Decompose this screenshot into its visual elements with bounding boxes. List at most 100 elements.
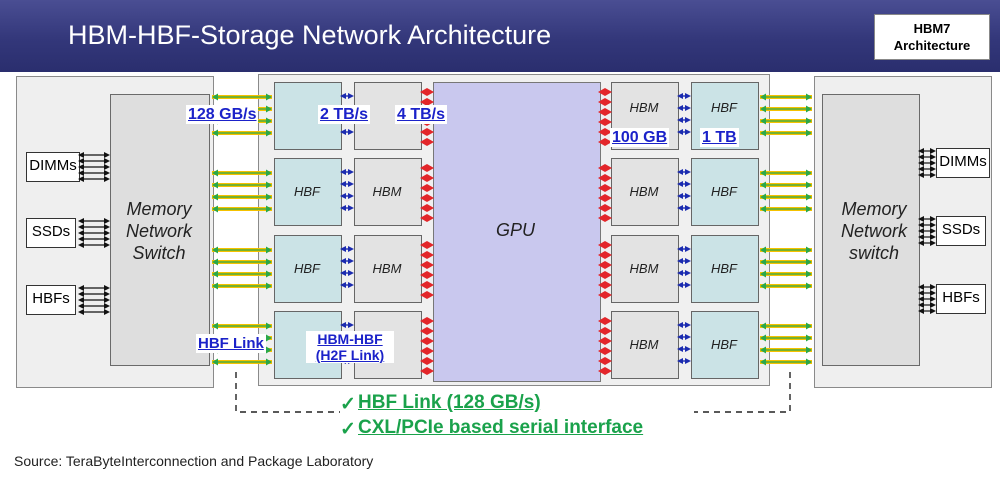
arrowhead xyxy=(677,205,683,211)
arrowhead xyxy=(760,270,766,278)
arrowhead xyxy=(598,271,605,279)
arrowhead xyxy=(918,216,924,222)
right-hbf-cell-4 xyxy=(691,311,759,379)
arrowhead xyxy=(930,228,936,234)
arrowhead xyxy=(760,117,766,125)
arrowhead xyxy=(806,270,812,278)
arrowhead xyxy=(918,302,924,308)
arrowhead xyxy=(930,308,936,314)
arrowhead xyxy=(806,322,812,330)
check-icon: ✓ xyxy=(340,394,356,415)
arrowhead xyxy=(427,271,434,279)
arrowhead xyxy=(806,93,812,101)
arrowhead xyxy=(806,193,812,201)
arrowhead xyxy=(918,240,924,246)
arrowhead xyxy=(605,118,612,126)
right-hbm-cell-2 xyxy=(611,158,679,226)
arrowhead xyxy=(212,246,218,254)
right-hbfs-box: HBFs xyxy=(936,284,986,314)
arrowhead xyxy=(78,158,84,164)
arrowhead xyxy=(598,241,605,249)
arrowhead xyxy=(605,214,612,222)
arrowhead xyxy=(348,129,354,135)
arrowhead xyxy=(677,258,683,264)
arrowhead xyxy=(340,129,346,135)
arrowhead xyxy=(806,346,812,354)
arrowhead xyxy=(427,98,434,106)
arrowhead xyxy=(685,270,691,276)
hbm7-badge: HBM7 Architecture xyxy=(874,14,990,60)
left-switch-label: Memory Network Switch xyxy=(110,198,208,264)
arrowhead xyxy=(348,322,354,328)
right-hbf-text-4: HBF xyxy=(711,337,737,352)
arrowhead xyxy=(598,251,605,259)
arrowhead xyxy=(427,317,434,325)
arrowhead xyxy=(420,317,427,325)
arrowhead xyxy=(340,258,346,264)
arrowhead xyxy=(760,282,766,290)
left-ssds-box: SSDs xyxy=(26,218,76,248)
arrowhead xyxy=(760,358,766,366)
arrowhead xyxy=(212,358,218,366)
arrowhead xyxy=(348,93,354,99)
left-hbm-text-3: HBM xyxy=(372,261,402,276)
arrowhead xyxy=(266,346,272,354)
arrowhead xyxy=(348,205,354,211)
arrowhead xyxy=(420,327,427,335)
left-switch-line-3: Switch xyxy=(132,243,186,263)
arrowhead xyxy=(78,170,84,176)
arrowhead xyxy=(918,296,924,302)
arrowhead xyxy=(605,261,612,269)
arrowhead xyxy=(598,291,605,299)
arrowhead xyxy=(760,334,766,342)
arrowhead xyxy=(266,105,272,113)
right-hbm-text-3: HBM xyxy=(629,261,659,276)
arrowhead xyxy=(420,88,427,96)
arrowhead xyxy=(427,347,434,355)
right-memory-network-switch xyxy=(822,94,920,366)
dashed-link-right xyxy=(694,372,791,413)
arrowhead xyxy=(266,117,272,125)
arrowhead xyxy=(212,93,218,101)
arrowhead xyxy=(685,181,691,187)
arrowhead xyxy=(806,334,812,342)
arrowhead xyxy=(677,322,683,328)
arrowhead xyxy=(104,218,110,224)
arrowhead xyxy=(930,290,936,296)
right-hbf-text-1: HBF xyxy=(711,100,737,115)
arrowhead xyxy=(212,258,218,266)
arrowhead xyxy=(427,251,434,259)
arrowhead xyxy=(598,118,605,126)
arrowhead xyxy=(677,334,683,340)
arrowhead xyxy=(78,285,84,291)
left-hbf-cell-2 xyxy=(274,158,342,226)
arrowhead xyxy=(598,194,605,202)
arrowhead xyxy=(760,169,766,177)
arrowhead xyxy=(420,184,427,192)
arrowhead xyxy=(78,291,84,297)
arrowhead xyxy=(685,129,691,135)
arrowhead xyxy=(420,367,427,375)
arrowhead xyxy=(806,181,812,189)
arrowhead xyxy=(930,302,936,308)
arrowhead xyxy=(340,205,346,211)
arrowhead xyxy=(427,357,434,365)
arrowhead xyxy=(605,164,612,172)
arrowhead xyxy=(760,246,766,254)
arrowhead xyxy=(266,358,272,366)
arrowhead xyxy=(266,258,272,266)
arrowhead xyxy=(685,93,691,99)
arrowhead xyxy=(677,117,683,123)
arrowhead xyxy=(930,216,936,222)
arrowhead xyxy=(212,181,218,189)
right-hbf-cell-2 xyxy=(691,158,759,226)
arrowhead xyxy=(266,205,272,213)
slide-title: HBM-HBF-Storage Network Architecture xyxy=(68,20,552,50)
arrowhead xyxy=(212,205,218,213)
arrowhead xyxy=(266,246,272,254)
label-4tbs: 4 TB/s xyxy=(395,105,448,124)
arrowhead xyxy=(348,169,354,175)
arrowhead xyxy=(78,230,84,236)
arrowhead xyxy=(420,204,427,212)
arrowhead xyxy=(806,205,812,213)
